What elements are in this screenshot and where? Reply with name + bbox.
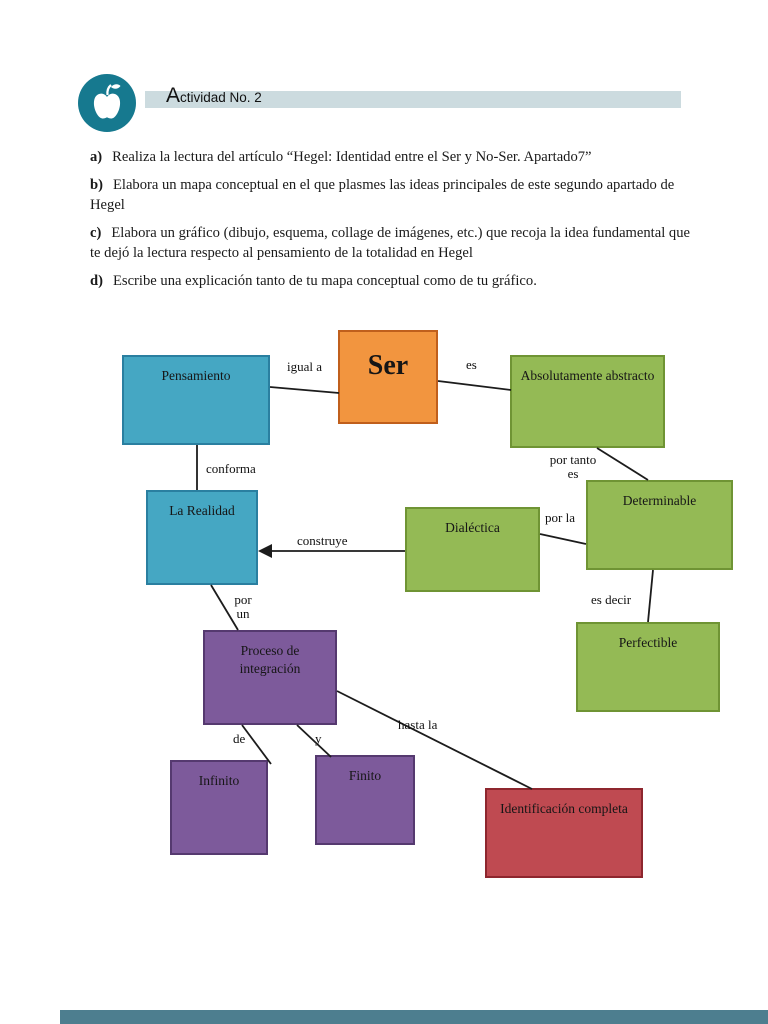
instruction-b: b)Elabora un mapa conceptual en el que p…	[90, 175, 692, 215]
edge-label-igual-a: igual a	[287, 359, 323, 374]
concept-node-identificacion-completa: Identificación completa	[485, 788, 643, 878]
instruction-b-text: Elabora un mapa conceptual en el que pla…	[90, 177, 675, 213]
concept-node-determinable: Determinable	[586, 480, 733, 570]
edge-label-es: es	[466, 357, 477, 372]
instruction-a: a) Realiza la lectura del artículo “Hegel…	[90, 147, 692, 167]
concept-node-perfectible: Perfectible	[576, 622, 720, 712]
edge-determinable-perfectible	[647, 569, 654, 623]
instruction-d-label: d)	[90, 273, 103, 289]
edge-absolutamente-determinable	[596, 447, 649, 481]
edge-label-por-un: por un	[234, 592, 252, 621]
header-bar	[145, 91, 681, 108]
concept-node-pensamiento: Pensamiento	[122, 355, 270, 445]
edge-label-de: de	[233, 731, 246, 746]
edge-label-conforma: conforma	[206, 461, 256, 476]
concept-node-proceso-integracion: Proceso de integración	[203, 630, 337, 725]
instructions-list: a) Realiza la lectura del artículo “Hegel…	[90, 147, 692, 299]
edge-label-por-tanto-es: por tanto es	[549, 452, 597, 481]
instruction-b-label: b)	[90, 177, 103, 193]
instruction-d-text: Escribe una explicación tanto de tu mapa…	[112, 273, 537, 289]
concept-node-finito: Finito	[315, 755, 415, 845]
edge-ser-absolutamente	[437, 380, 512, 391]
instruction-a-text: Realiza la lectura del artículo “Hegel: …	[112, 149, 592, 165]
apple-logo-svg	[78, 74, 136, 132]
concept-node-dialectica: Dialéctica	[405, 507, 540, 592]
apple-logo-icon	[78, 74, 136, 132]
edge-proceso-finito	[296, 724, 332, 758]
instruction-c: c)Elabora un gráfico (dibujo, esquema, c…	[90, 223, 692, 263]
instruction-d: d) Escribe una explicación tanto de tu ma…	[90, 271, 692, 291]
concept-node-ser: Ser	[338, 330, 438, 424]
edge-pensamiento-ser	[269, 386, 340, 394]
concept-node-absolutamente-abstracto: Absolutamente abstracto	[510, 355, 665, 448]
edge-label-es-decir: es decir	[591, 592, 632, 607]
edge-proceso-infinito	[241, 724, 272, 765]
page-title-initial: A	[166, 84, 181, 107]
instruction-c-text: Elabora un gráfico (dibujo, esquema, col…	[90, 225, 690, 261]
instruction-c-label: c)	[90, 225, 102, 241]
arrowhead-la-realidad	[258, 544, 272, 558]
instruction-a-label: a)	[90, 149, 103, 165]
edge-label-hasta-la: hasta la	[398, 717, 438, 732]
page-title-rest: ctividad No. 2	[180, 90, 262, 105]
edge-determinable-dialectica	[539, 533, 587, 545]
edge-label-y: y	[315, 731, 322, 746]
concept-node-la-realidad: La Realidad	[146, 490, 258, 585]
footer-bar	[60, 1010, 768, 1024]
concept-node-infinito: Infinito	[170, 760, 268, 855]
page-title: Actividad No. 2	[166, 84, 262, 108]
edge-label-por-la: por la	[545, 510, 575, 525]
edge-label-construye: construye	[297, 533, 348, 548]
